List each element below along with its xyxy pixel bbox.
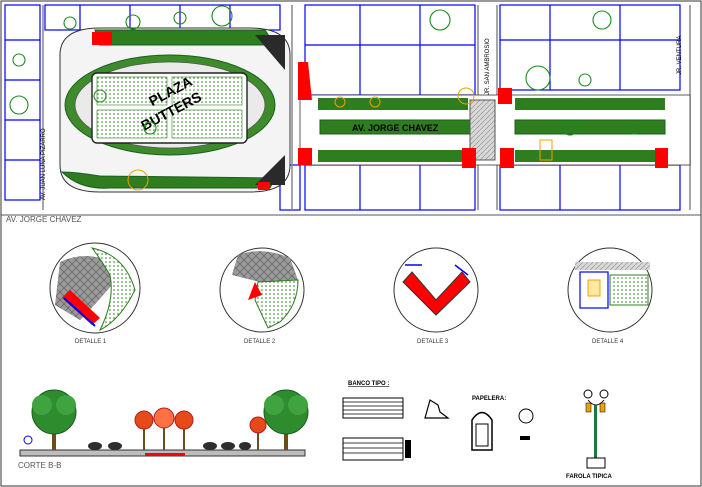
street-label-right: JR. VENTURA bbox=[677, 36, 683, 75]
section-title: AV. JORGE CHAVEZ bbox=[6, 215, 82, 224]
lamp-detail bbox=[583, 389, 609, 469]
banco-label: BANCO TIPO : bbox=[348, 381, 389, 387]
street-label-left: AV. JUAN LUNA PIZARRO bbox=[41, 128, 47, 200]
papelera-label: PAPELERA: bbox=[472, 396, 506, 402]
plan-orange-details bbox=[127, 87, 553, 191]
corte-label: CORTE B-B bbox=[18, 461, 61, 470]
bin-detail bbox=[471, 408, 534, 451]
avenue-median bbox=[92, 32, 691, 190]
section-b-b bbox=[19, 389, 309, 457]
detail-4 bbox=[567, 247, 653, 333]
city-blocks bbox=[4, 4, 681, 211]
section-tree-right bbox=[263, 389, 309, 450]
detail-1 bbox=[49, 242, 141, 334]
detail-3 bbox=[393, 247, 479, 333]
bench-detail bbox=[342, 397, 450, 461]
avenue-label: AV. JORGE CHAVEZ bbox=[352, 123, 439, 133]
farola-label: FAROLA TIPICA bbox=[566, 474, 612, 480]
section-flower-trees bbox=[134, 407, 267, 450]
plaza-butters bbox=[59, 27, 291, 193]
section-shrubs bbox=[88, 442, 251, 450]
section-tree-left bbox=[31, 389, 77, 450]
street-label-mid: JR. SAN AMBROSIO bbox=[485, 38, 491, 95]
detail-1-label: DETALLE 1 bbox=[75, 339, 107, 345]
detail-4-label: DETALLE 4 bbox=[592, 339, 624, 345]
plan-trees bbox=[9, 5, 642, 136]
detail-3-label: DETALLE 3 bbox=[417, 339, 449, 345]
detail-2-label: DETALLE 2 bbox=[244, 339, 276, 345]
detail-2 bbox=[219, 247, 305, 333]
